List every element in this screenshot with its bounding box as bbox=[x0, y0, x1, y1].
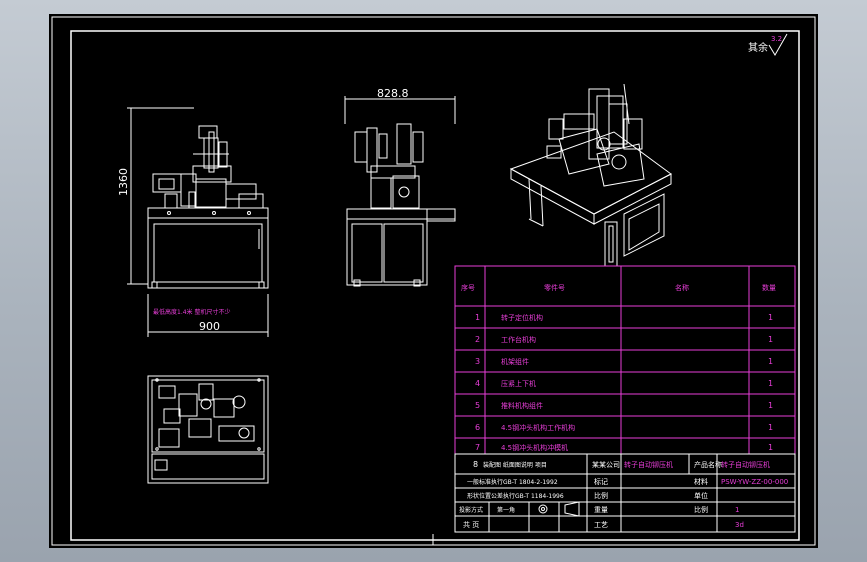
svg-text:1: 1 bbox=[768, 313, 773, 322]
process-label: 工艺 bbox=[594, 521, 608, 529]
projection-symbol bbox=[538, 501, 580, 517]
scale-label: 比例 bbox=[594, 491, 608, 500]
weight-label: 重量 bbox=[594, 506, 608, 514]
table-row: 6 4.5钢冲头机构工作机构 1 bbox=[475, 423, 773, 432]
side-width-dimension: 828.8 bbox=[377, 87, 409, 100]
header-no: 序号 bbox=[461, 283, 475, 292]
scale-label-2: 比例 bbox=[694, 505, 708, 514]
svg-text:5: 5 bbox=[475, 401, 480, 410]
svg-text:1: 1 bbox=[768, 443, 773, 452]
header-qty: 数量 bbox=[762, 283, 776, 292]
title-block: 8 装配图 纸面图说明 项目 某某公司 转子自动铆压机 产品名称 转子自动铆压机… bbox=[454, 453, 796, 533]
header-part: 零件号 bbox=[544, 283, 565, 292]
process-value: 3d bbox=[735, 521, 744, 529]
roughness-value: 3.2 bbox=[771, 35, 782, 43]
company-label: 某某公司 bbox=[592, 461, 620, 469]
svg-text:1: 1 bbox=[768, 423, 773, 432]
table-row: 3 机架组件 1 bbox=[475, 357, 773, 366]
row8-text: 装配图 纸面图说明 项目 bbox=[483, 461, 547, 469]
svg-text:1: 1 bbox=[768, 335, 773, 344]
row8-no: 8 bbox=[473, 460, 478, 469]
table-row: 1 转子定位机构 1 bbox=[475, 313, 773, 322]
project-name: 转子自动铆压机 bbox=[624, 460, 673, 469]
table-row: 2 工作台机构 1 bbox=[475, 335, 773, 344]
svg-text:2: 2 bbox=[475, 335, 480, 344]
scale-value: 1 bbox=[735, 506, 739, 514]
page-label: 共 页 bbox=[463, 520, 479, 529]
units-label: 单位 bbox=[694, 491, 708, 500]
svg-text:3: 3 bbox=[475, 357, 480, 366]
drawing-number: PSW-YW-ZZ-00-000 bbox=[721, 478, 788, 486]
height-note: 最低高度1.4米 整机尺寸不少 bbox=[153, 308, 230, 316]
table-row: 5 推料机构组件 1 bbox=[475, 401, 773, 410]
svg-text:6: 6 bbox=[475, 423, 480, 432]
front-view bbox=[127, 107, 269, 337]
surface-roughness-mark: 其余 3.2 bbox=[748, 33, 788, 56]
inner-frame bbox=[70, 30, 800, 541]
isometric-view bbox=[509, 83, 672, 267]
svg-text:4: 4 bbox=[475, 379, 480, 388]
drawing-sheet: 其余 3.2 1360 900 最低高度1. bbox=[49, 14, 818, 548]
height-dimension: 1360 bbox=[117, 168, 130, 196]
svg-text:推料机构组件: 推料机构组件 bbox=[501, 401, 543, 410]
product-label: 产品名称 bbox=[694, 460, 722, 469]
plan-view bbox=[147, 375, 269, 484]
svg-text:转子定位机构: 转子定位机构 bbox=[501, 313, 543, 322]
table-row: 7 4.5钢冲头机构冲模机 1 bbox=[475, 443, 773, 452]
roughness-label: 其余 bbox=[748, 41, 768, 54]
standard-2: 形状位置公差执行GB-T 1184-1996 bbox=[467, 492, 564, 500]
svg-text:4.5钢冲头机构冲模机: 4.5钢冲头机构冲模机 bbox=[501, 443, 568, 452]
product-name: 转子自动铆压机 bbox=[721, 460, 770, 469]
material-label: 材料 bbox=[694, 477, 708, 486]
projection-label: 投影方式 bbox=[459, 506, 483, 514]
sheet-label: 第一角 bbox=[497, 506, 515, 514]
front-width-dimension: 900 bbox=[199, 320, 220, 333]
header-name: 名称 bbox=[675, 283, 689, 292]
parts-table: 序号 零件号 名称 数量 1 转子定位机构 1 2 工作台机构 1 3 机架组件… bbox=[454, 265, 796, 455]
svg-text:7: 7 bbox=[475, 443, 480, 452]
svg-text:4.5钢冲头机构工作机构: 4.5钢冲头机构工作机构 bbox=[501, 423, 575, 432]
table-row: 4 压紧上下机 1 bbox=[475, 379, 773, 388]
svg-text:压紧上下机: 压紧上下机 bbox=[501, 379, 536, 388]
mark-label: 标记 bbox=[594, 477, 608, 486]
side-view bbox=[344, 96, 456, 287]
svg-text:机架组件: 机架组件 bbox=[501, 357, 529, 366]
svg-text:1: 1 bbox=[768, 379, 773, 388]
svg-text:工作台机构: 工作台机构 bbox=[501, 335, 536, 344]
svg-text:1: 1 bbox=[768, 401, 773, 410]
standard-1: 一般标准执行GB-T 1804-2-1992 bbox=[467, 478, 558, 486]
svg-text:1: 1 bbox=[475, 313, 480, 322]
svg-text:1: 1 bbox=[768, 357, 773, 366]
